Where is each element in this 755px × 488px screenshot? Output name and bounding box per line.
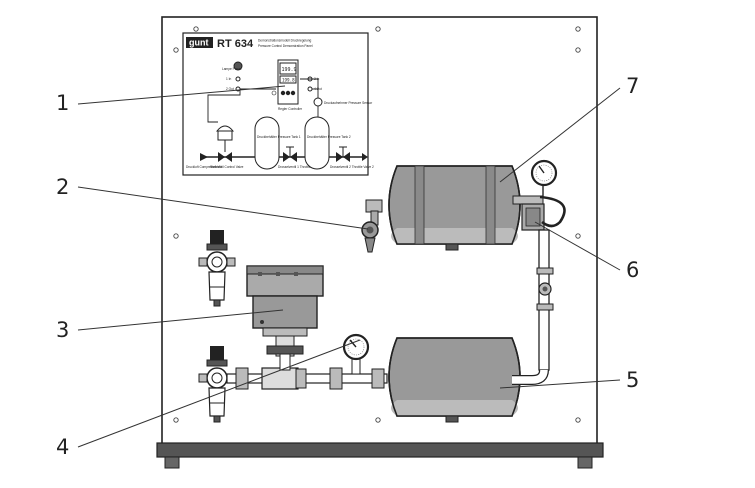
callout-labels: 1 2 3 4 5 6 7 (56, 74, 639, 459)
display-top: 199.9 (282, 67, 297, 73)
callout-5: 5 (626, 368, 639, 392)
inlet-label: Druckluft Compressed Air (186, 165, 223, 169)
schematic-tank-2 (304, 116, 330, 170)
leader-lines (77, 85, 621, 448)
subtitle-en: Pressure Control Demonstration Panel (258, 44, 313, 48)
throttle-valve (361, 199, 383, 253)
vertical-connecting-pipe (512, 229, 554, 385)
gunt-logo (186, 37, 213, 48)
port-1-label: 1 In (226, 77, 232, 81)
lower-filter-regulator (198, 346, 228, 423)
schematic-panel: gunt RT 634 Demonstrationsmodell Druckre… (182, 32, 374, 176)
port-2-label: 2 Out (226, 87, 234, 91)
callout-6: 6 (626, 258, 639, 282)
callout-3: 3 (56, 318, 69, 342)
schematic-tank-1 (254, 116, 280, 170)
throttle-2-label: Drosselventil 2 Throttle Valve 2 (330, 165, 374, 169)
mounting-screws (173, 26, 581, 423)
panel-foot-right (577, 456, 593, 469)
lower-pressure-tank (388, 337, 521, 423)
panel-base (156, 442, 604, 458)
valve-label: Stellventil Control Valve (210, 165, 244, 169)
power-lamp (233, 61, 243, 71)
lower-pipe-line (226, 333, 388, 390)
tank-2-label: Druckbehälter Pressure Tank 2 (307, 135, 351, 139)
model-label: RT 634 (217, 38, 254, 50)
sensor-label: Druckaufnehmer Pressure Sensor (324, 101, 373, 105)
callout-2: 2 (56, 175, 69, 199)
callout-1: 1 (56, 91, 69, 115)
display-bottom: 199.8 (282, 78, 295, 83)
upper-filter-regulator (198, 230, 236, 307)
controller-label: Regler Controller (278, 107, 303, 111)
upper-pressure-tank (388, 165, 521, 251)
panel-foot-left (164, 456, 180, 469)
callout-7: 7 (626, 74, 639, 98)
tank-1-label: Druckbehälter Pressure Tank 1 (257, 135, 301, 139)
brand-label: gunt (189, 38, 209, 48)
callout-4: 4 (56, 435, 69, 459)
lamp-label: Lampe Power (222, 67, 243, 71)
throttle-1-label: Drosselventil 1 Throttle Valve 1 (278, 165, 322, 169)
subtitle-de: Demonstrationsmodell Druckregelung (258, 39, 312, 43)
